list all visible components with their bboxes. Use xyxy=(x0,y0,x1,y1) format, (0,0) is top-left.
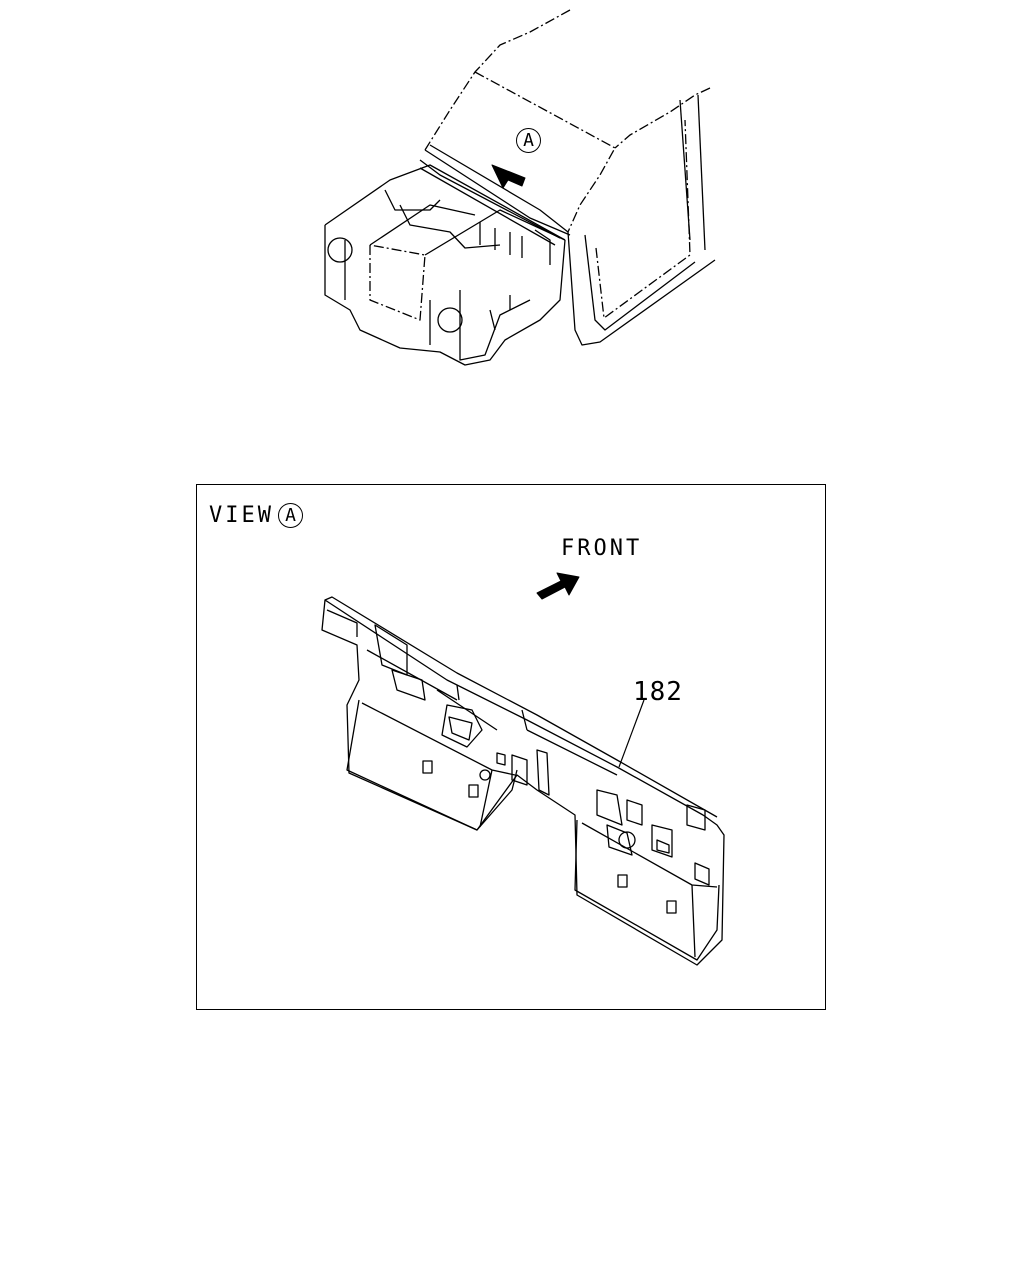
part-number-label: 182 xyxy=(633,677,683,707)
overview-view-marker: A xyxy=(512,128,541,153)
view-marker-circle: A xyxy=(277,503,303,528)
view-a-panel: VIEW A FRONT 182 xyxy=(196,484,826,1010)
dash-insulator-outline xyxy=(321,599,725,966)
cab-overview-drawing: A xyxy=(300,0,730,380)
front-label: FRONT xyxy=(561,536,643,561)
view-a-title: VIEW A xyxy=(209,503,303,528)
view-word: VIEW xyxy=(209,502,274,528)
front-arrow-icon xyxy=(536,572,580,600)
view-marker-circle: A xyxy=(516,128,541,153)
